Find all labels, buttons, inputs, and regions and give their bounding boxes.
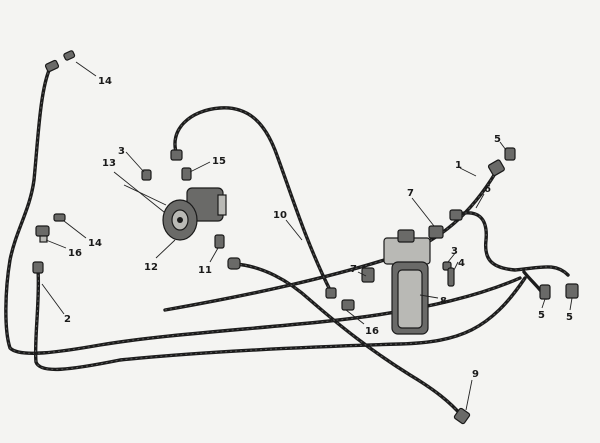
fitting-5-top	[504, 147, 516, 161]
fitting-4	[447, 267, 455, 287]
callout-labels: 14 14 16 2 3 13 15 12 11 10 7 16 7 8 3 4…	[64, 76, 573, 380]
fitting-16-center	[325, 287, 355, 311]
callout-16-left: 16	[68, 248, 82, 259]
callout-7-right: 7	[407, 188, 414, 199]
callout-10: 10	[273, 210, 287, 221]
callout-8: 8	[440, 296, 447, 307]
leader-lines	[41, 61, 573, 411]
fitting-1-end	[487, 159, 505, 177]
fitting-6-top	[449, 209, 463, 221]
fitting-10-end	[170, 149, 183, 161]
fitting-9-end	[453, 407, 471, 425]
fitting-11	[214, 234, 225, 249]
callout-6: 6	[484, 184, 491, 195]
hose-9	[233, 262, 464, 418]
fitting-3-pump	[141, 169, 152, 181]
callout-3-filter: 3	[451, 246, 458, 257]
fitting-9-start	[227, 257, 241, 270]
callout-16-center: 16	[365, 326, 379, 337]
hose-2	[33, 268, 527, 372]
fitting-7-right	[428, 225, 444, 239]
hydraulic-pump-12	[162, 187, 227, 241]
callout-5-mid: 5	[538, 310, 545, 321]
callout-14-side: 14	[88, 238, 102, 249]
fitting-14-side	[53, 213, 66, 222]
hose-14-long	[4, 66, 522, 355]
callout-12: 12	[144, 262, 158, 273]
callout-11: 11	[198, 265, 212, 276]
fitting-7-left	[361, 267, 375, 283]
callout-4: 4	[458, 258, 465, 269]
callout-1: 1	[455, 160, 462, 171]
callout-2: 2	[64, 314, 71, 325]
callout-13: 13	[102, 158, 116, 169]
callout-5-top: 5	[494, 134, 501, 145]
callout-15: 15	[212, 156, 226, 167]
fitting-15	[181, 167, 192, 181]
fitting-5-right	[565, 283, 579, 299]
callout-3-pump: 3	[118, 146, 125, 157]
hose-6	[453, 211, 570, 277]
callout-5-right: 5	[566, 312, 573, 323]
fitting-2-end	[32, 261, 44, 274]
fitting-5-mid	[539, 284, 551, 300]
hose-10	[173, 106, 332, 292]
callout-9: 9	[472, 369, 479, 380]
callout-14-top: 14	[98, 76, 112, 87]
fitting-14-top	[44, 50, 76, 73]
fitting-16-left	[35, 225, 50, 243]
callout-7-left: 7	[350, 264, 357, 275]
filter-assembly-8	[383, 229, 431, 335]
